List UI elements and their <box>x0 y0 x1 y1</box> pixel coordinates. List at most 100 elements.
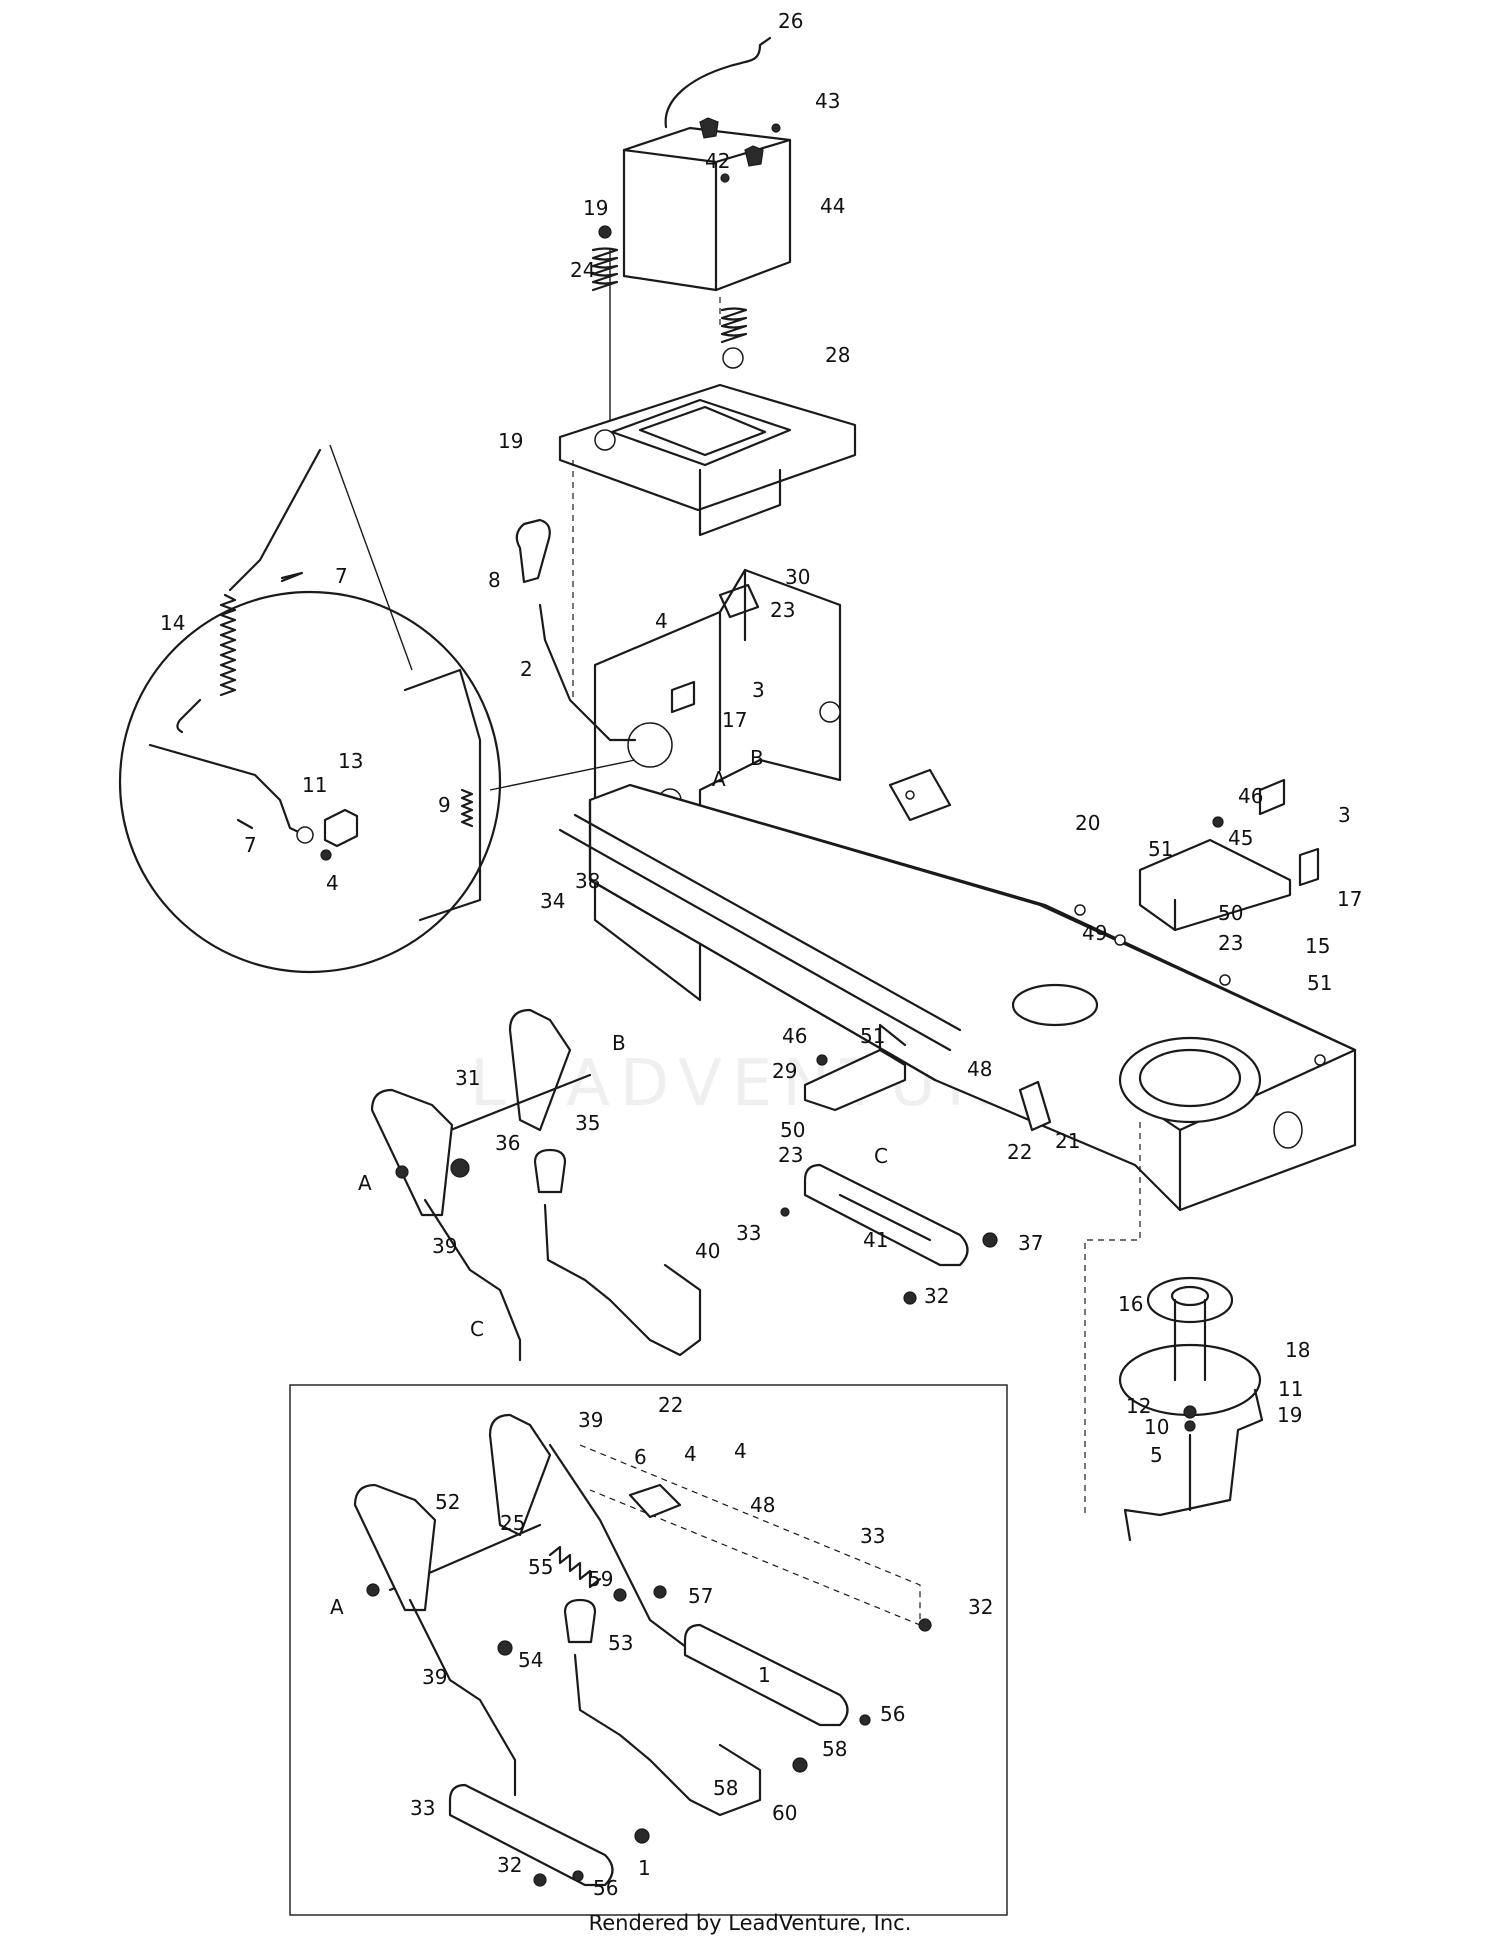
callout-48: 48 <box>750 1493 775 1517</box>
callout-56: 56 <box>593 1876 618 1900</box>
callout-17: 17 <box>722 708 747 732</box>
callout-1: 1 <box>758 1663 771 1687</box>
cable-hook <box>176 698 202 734</box>
pulley-upper <box>1146 1276 1234 1324</box>
alt-bolt-58-upper <box>792 1757 808 1773</box>
callout-6: 6 <box>634 1445 647 1469</box>
callout-30: 30 <box>785 565 810 589</box>
lift-handle <box>515 518 637 742</box>
callout-23: 23 <box>1218 931 1243 955</box>
link-41-body <box>803 1163 969 1267</box>
cable-spring <box>219 593 237 697</box>
knob-35 <box>533 1148 567 1194</box>
callout-40: 40 <box>695 1239 720 1263</box>
battery-top-edge <box>622 138 792 292</box>
pedal-rod-39 <box>423 1198 522 1362</box>
tray-hole-left <box>594 429 616 451</box>
callout-2: 2 <box>520 657 533 681</box>
callout-14: 14 <box>160 611 185 635</box>
callout-33: 33 <box>736 1221 761 1245</box>
alt-bolt-59 <box>613 1588 627 1602</box>
callout-25: 25 <box>500 1511 525 1535</box>
callout-49: 49 <box>1082 921 1107 945</box>
battery-springs <box>591 225 748 344</box>
callout-46: 46 <box>1238 784 1263 808</box>
panel-fold <box>718 568 747 772</box>
callout-39: 39 <box>422 1665 447 1689</box>
callout-32: 32 <box>968 1595 993 1619</box>
frame-rail-left <box>588 798 937 1082</box>
alt-pedal-rear <box>488 1413 552 1537</box>
callout-17: 17 <box>1337 887 1362 911</box>
callout-4: 4 <box>734 1439 747 1463</box>
callout-22: 22 <box>658 1393 683 1417</box>
pedal-a-pin <box>395 1165 409 1179</box>
alt-link-1-lower <box>448 1783 614 1887</box>
callout-11: 11 <box>1278 1377 1303 1401</box>
callout-29: 29 <box>772 1059 797 1083</box>
alt-bolt-58-lower <box>634 1828 650 1844</box>
plate-21 <box>1018 1080 1052 1132</box>
callout-39: 39 <box>578 1408 603 1432</box>
callout-23: 23 <box>778 1143 803 1167</box>
bracket-45-body <box>1138 838 1292 932</box>
clip-7-upper <box>280 571 304 583</box>
alt-spring-55 <box>548 1545 602 1589</box>
battery-terminal-neg <box>744 145 764 167</box>
battery-body <box>622 126 792 292</box>
tray-body <box>558 383 857 512</box>
callout-13: 13 <box>338 749 363 773</box>
callout-11: 11 <box>302 773 327 797</box>
bolt-46-center <box>816 1054 828 1066</box>
alt-nut-32-upper <box>918 1618 932 1632</box>
callout-37: 37 <box>1018 1231 1043 1255</box>
callout-1: 1 <box>638 1856 651 1880</box>
frame-deck-disc <box>1011 983 1099 1027</box>
alt-frame-rail <box>579 1444 921 1626</box>
washer-12 <box>1183 1405 1197 1419</box>
callout-45: 45 <box>1228 826 1253 850</box>
frame-rail-inner <box>558 813 962 1052</box>
inset-pointer-line <box>489 759 636 791</box>
battery-nut <box>771 123 781 133</box>
alt-washer-56-upper <box>859 1714 871 1726</box>
alt-washer-56-lower <box>572 1870 584 1882</box>
tray-bracket <box>698 468 782 537</box>
handle-rod <box>538 603 637 742</box>
alt-bracket-6 <box>628 1483 682 1519</box>
lever-40 <box>543 1203 702 1357</box>
frame-cross-bracket <box>888 768 952 822</box>
alt-box-frame <box>289 1384 1008 1916</box>
callout-52: 52 <box>435 1490 460 1514</box>
callout-4: 4 <box>326 871 339 895</box>
alt-pin-a <box>366 1583 380 1597</box>
callout-59: 59 <box>588 1567 613 1591</box>
alt-assembly-box <box>289 1384 1008 1916</box>
pin-33 <box>780 1207 790 1217</box>
inset-detail <box>118 590 636 974</box>
panel-hole-c <box>627 722 673 768</box>
pedal-assembly <box>370 1008 702 1362</box>
inset-clip-7 <box>236 818 254 830</box>
switch-17-right <box>1298 847 1320 887</box>
alt-link-1-upper <box>683 1623 849 1727</box>
callout-9: 9 <box>438 793 451 817</box>
rod-18 <box>1123 1388 1264 1542</box>
callout-5: 5 <box>1150 1443 1163 1467</box>
washer-10 <box>1184 1420 1196 1432</box>
callout-26: 26 <box>778 9 803 33</box>
pulley-hub <box>1173 1298 1207 1382</box>
spring-36 <box>450 1158 470 1178</box>
callout-38: 38 <box>575 869 600 893</box>
pedal-arm-a <box>370 1088 454 1217</box>
callout-39: 39 <box>432 1234 457 1258</box>
inset-panel <box>403 668 482 922</box>
callout-16: 16 <box>1118 1292 1143 1316</box>
callout-48: 48 <box>967 1057 992 1081</box>
callout-58: 58 <box>822 1737 847 1761</box>
link-41 <box>780 1163 998 1305</box>
panel-switch <box>670 680 696 714</box>
bracket-29-fold <box>878 1023 907 1052</box>
cable-wire <box>228 448 322 592</box>
